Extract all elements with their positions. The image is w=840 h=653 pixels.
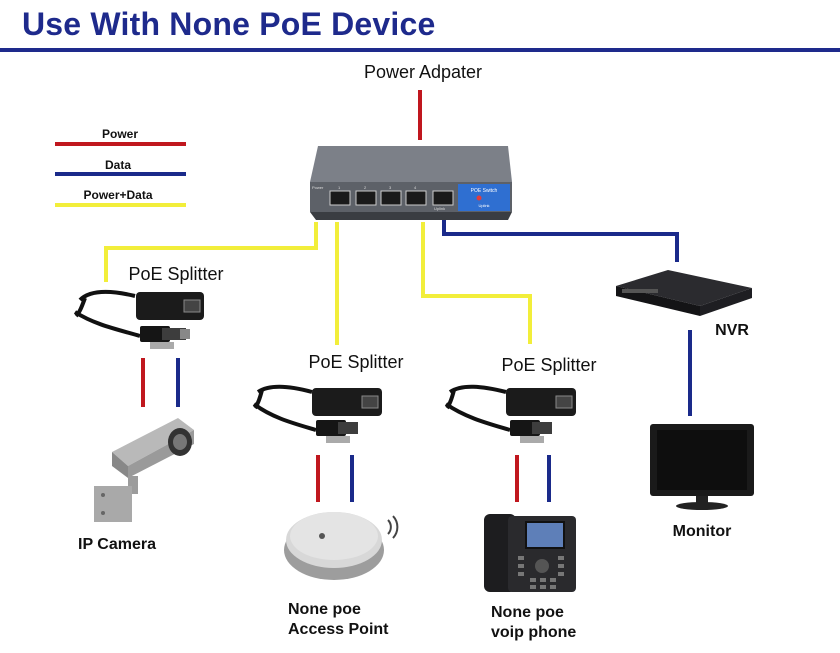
ip-camera-icon	[94, 418, 194, 522]
legend-data-label: Data	[105, 158, 131, 172]
ip-camera-label: IP Camera	[78, 536, 156, 553]
switch-port-label-3: 3	[389, 185, 392, 190]
access-point-label-line1: None poe	[288, 601, 361, 618]
switch-port-label-4: 4	[414, 185, 417, 190]
splitter-label-camera: PoE Splitter	[128, 264, 223, 284]
poe-splitter-icon	[252, 384, 382, 443]
nvr-data-line	[442, 212, 679, 262]
nvr-label: NVR	[715, 322, 749, 339]
switch-port-label-power: Power	[312, 185, 324, 190]
poe-switch-icon: Power 1 2 3 4 Uplink POE Switch Uplink	[310, 146, 512, 220]
poe-splitter-icon	[73, 289, 204, 349]
switch-badge-sub: Uplink	[478, 203, 489, 208]
connections	[104, 90, 692, 502]
legend-power-label: Power	[102, 127, 138, 141]
switch-port-label-uplink: Uplink	[434, 206, 445, 211]
legend: Power Data Power+Data	[55, 127, 186, 207]
legend-power-data-label: Power+Data	[83, 188, 152, 202]
switch-port-label-2: 2	[364, 185, 367, 190]
wifi-signal-icon	[387, 515, 399, 539]
monitor-label: Monitor	[673, 523, 732, 540]
page-title: Use With None PoE Device	[22, 6, 436, 42]
voip-label-line2: voip phone	[491, 624, 576, 641]
switch-port-label-1: 1	[338, 185, 341, 190]
monitor-icon	[650, 424, 754, 510]
switch-badge-text: POE Switch	[471, 188, 498, 194]
camera-poe-line	[104, 222, 318, 282]
power-adapter-label: Power Adpater	[364, 62, 482, 82]
nvr-icon	[616, 270, 752, 316]
access-point-label-line2: Access Point	[288, 621, 389, 638]
splitter-label-voip: PoE Splitter	[501, 355, 596, 375]
voip-label-line1: None poe	[491, 604, 564, 621]
title-underline	[0, 48, 840, 52]
voip-poe-line	[421, 222, 532, 344]
poe-splitter-icon	[444, 384, 576, 443]
access-point-icon	[284, 512, 384, 580]
voip-phone-icon	[484, 514, 576, 592]
splitter-label-ap: PoE Splitter	[308, 352, 403, 372]
